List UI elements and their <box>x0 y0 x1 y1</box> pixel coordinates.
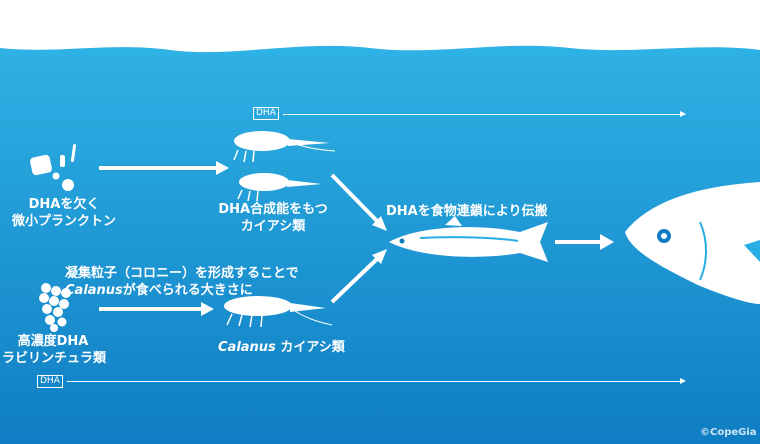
credit-text: ©CopeGia <box>700 427 757 438</box>
copepod-label: DHA合成能をもつ カイアシ類 <box>208 201 338 235</box>
colony-label-line2-rest: が食べられる大きさに <box>122 283 253 298</box>
labyrinthulid-cluster-icon <box>39 283 71 332</box>
dha-tag-bottom: DHA <box>37 375 63 388</box>
colony-label-line1: 凝集粒子（コロニー）を形成することで <box>65 266 299 281</box>
microplankton-label: DHAを欠く 微小プランクトン <box>8 196 120 230</box>
microplankton-label-line1: DHAを欠く <box>28 197 100 212</box>
transport-label: DHAを食物連鎖により伝搬 <box>386 204 548 219</box>
colony-label-line2: Calanusが食べられる大きさに <box>65 282 299 299</box>
labyrinthulid-label-line2: ラビリンチュラ類 <box>2 351 107 366</box>
dha-tag-top: DHA <box>253 107 279 120</box>
copepod-icon <box>233 131 336 202</box>
calanus-label: Calanus カイアシ類 <box>218 339 345 356</box>
dha-arrowhead-bottom <box>680 378 686 384</box>
dha-line-top <box>283 114 681 115</box>
dha-arrowhead-top <box>680 111 686 117</box>
tuna-icon <box>625 182 760 304</box>
copepod-label-line1: DHA合成能をもつ <box>218 202 328 217</box>
labyrinthulid-label: 高濃度DHA ラビリンチュラ類 <box>2 333 107 367</box>
microplankton-icon <box>30 144 77 191</box>
labyrinthulid-label-line1: 高濃度DHA <box>17 334 89 349</box>
microplankton-label-line2: 微小プランクトン <box>11 214 116 229</box>
calanus-copepod-icon <box>224 296 333 328</box>
colony-label: 凝集粒子（コロニー）を形成することで Calanusが食べられる大きさに <box>65 265 299 299</box>
sea-water <box>0 45 760 444</box>
calanus-label-rest: カイアシ類 <box>280 340 345 355</box>
sardine-icon <box>389 216 548 262</box>
calanus-name: Calanus <box>218 340 276 355</box>
colony-calanus-name: Calanus <box>65 283 123 298</box>
flow-arrows <box>99 161 614 316</box>
copepod-label-line2: カイアシ類 <box>240 219 306 234</box>
dha-line-bottom <box>67 381 681 382</box>
